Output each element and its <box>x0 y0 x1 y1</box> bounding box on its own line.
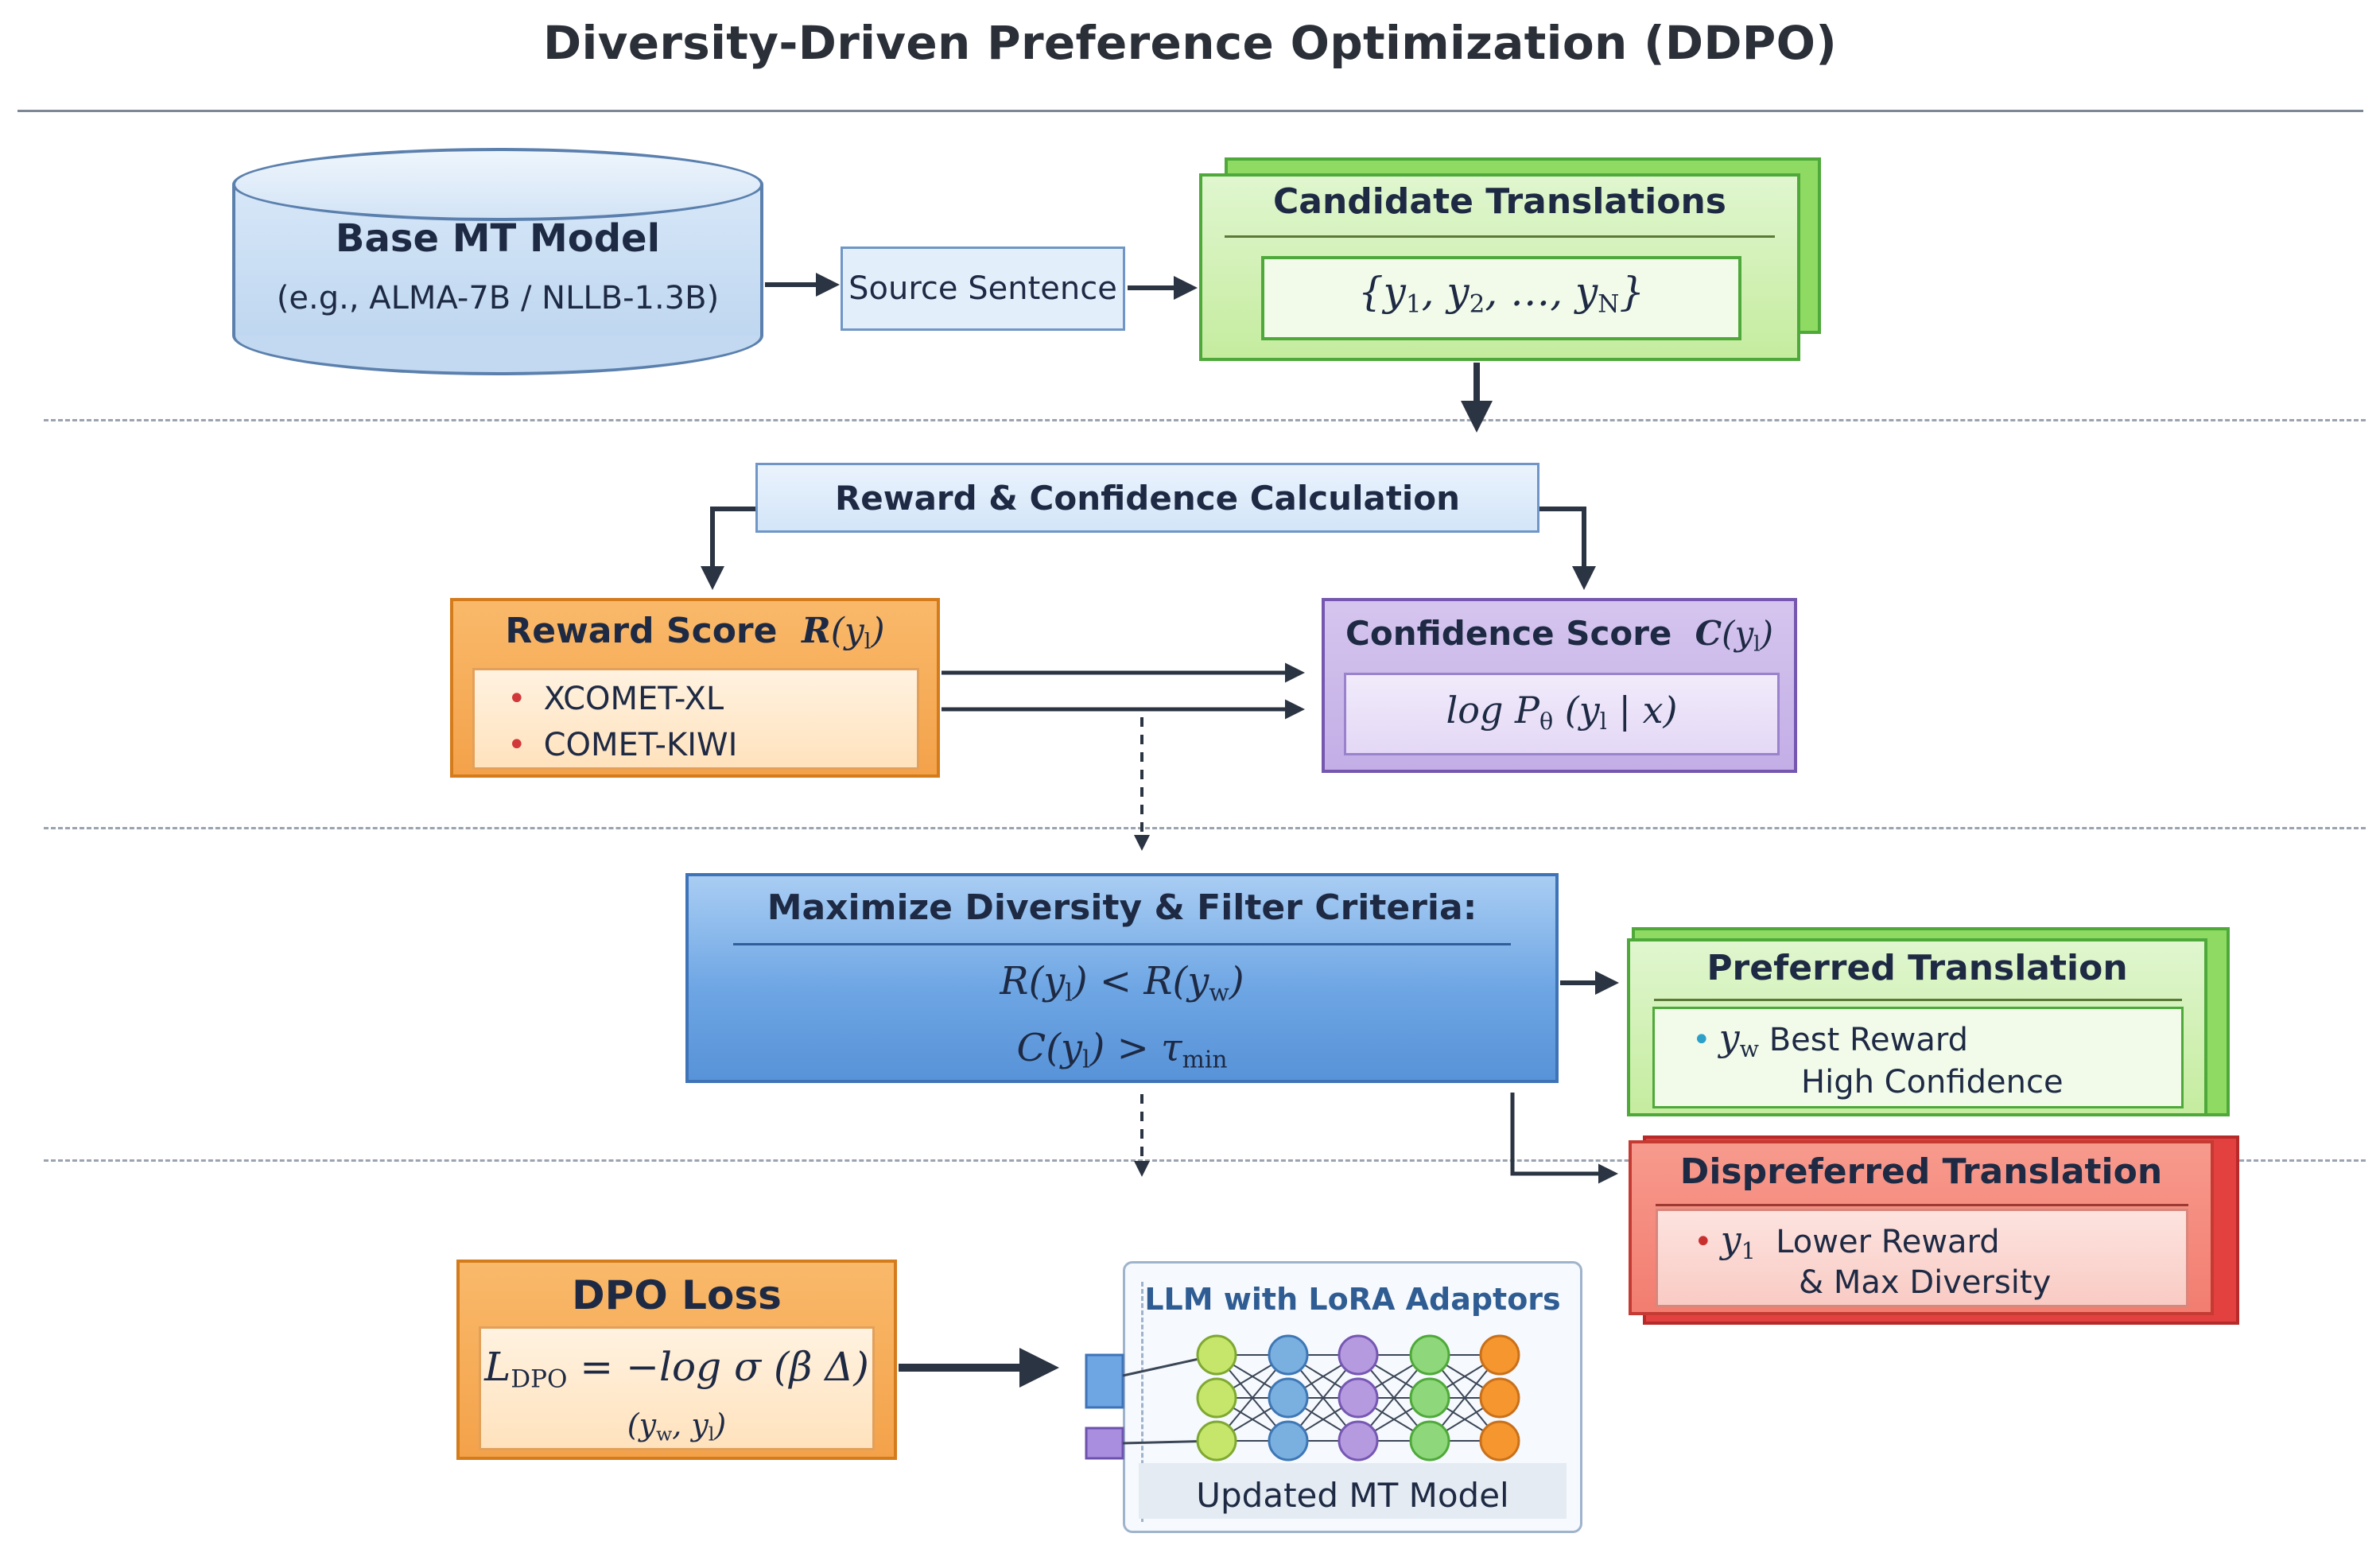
dpo-loss-formula-box <box>479 1326 875 1450</box>
lora-adaptor-blue <box>1085 1353 1124 1409</box>
nn-node <box>1196 1334 1237 1376</box>
dpo-loss-formula: LDPO = −log σ (β Δ) <box>484 1344 869 1394</box>
title-divider <box>17 110 2363 112</box>
candidate-set: {y1, y2, …, yN} <box>1357 269 1645 319</box>
dispreferred-details <box>1656 1209 2188 1307</box>
updated-model-label: Updated MT Model <box>1196 1476 1509 1515</box>
reward-confidence-calculation <box>755 463 1539 533</box>
filter-criteria-box <box>685 873 1559 1083</box>
base-model-label: Base MT Model <box>335 216 661 261</box>
confidence-score-label: Confidence Score C(yl) <box>1345 614 1773 657</box>
section-divider-3 <box>44 1159 2366 1162</box>
dpo-loss-args: (yw, yl) <box>627 1407 727 1446</box>
candidate-label: Candidate Translations <box>1273 181 1726 222</box>
arrow-calc-to-reward <box>701 507 755 590</box>
filter-separator <box>733 943 1511 945</box>
candidate-separator <box>1225 235 1775 238</box>
reward-score-metrics <box>472 668 919 770</box>
section-divider-1 <box>44 419 2366 421</box>
base-model-examples: (e.g., ALMA-7B / NLLB-1.3B) <box>276 280 720 316</box>
nn-node <box>1338 1420 1379 1462</box>
dispreferred-line1: •y1 Lower Reward <box>1694 1218 2000 1264</box>
dispreferred-separator <box>1656 1204 2188 1206</box>
cylinder-top <box>232 148 763 221</box>
arrow-calc-to-confidence <box>1539 507 1596 590</box>
metric-item: •XCOMET-XL <box>507 681 724 717</box>
source-sentence-label: Source Sentence <box>848 270 1117 307</box>
lora-adaptor-purple <box>1085 1427 1124 1460</box>
preferred-line2: High Confidence <box>1801 1064 2064 1101</box>
nn-node <box>1409 1377 1450 1419</box>
confidence-formula-box <box>1344 673 1780 755</box>
filter-condition-reward: R(yl) < R(yw) <box>1000 959 1244 1007</box>
nn-node <box>1409 1420 1450 1462</box>
dpo-loss-label: DPO Loss <box>572 1272 782 1318</box>
candidate-set-box <box>1261 256 1741 340</box>
confidence-formula: log Pθ (yl | x) <box>1446 689 1678 735</box>
preferred-separator <box>1654 999 2182 1001</box>
nn-node <box>1196 1420 1237 1462</box>
nn-node <box>1409 1334 1450 1376</box>
dispreferred-label: Dispreferred Translation <box>1679 1151 2163 1192</box>
nn-node <box>1196 1377 1237 1419</box>
reward-score-label: Reward Score R(yl) <box>505 611 885 654</box>
metric-item: •COMET-KIWI <box>507 727 738 763</box>
dispreferred-line2: & Max Diversity <box>1799 1264 2052 1301</box>
nn-node <box>1479 1377 1520 1419</box>
section-divider-2 <box>44 827 2366 829</box>
filter-condition-confidence: C(yl) > τmin <box>1016 1026 1228 1074</box>
reward-confidence-label: Reward & Confidence Calculation <box>834 479 1461 518</box>
nn-node <box>1268 1377 1309 1419</box>
llm-footer-band <box>1139 1463 1567 1519</box>
nn-node <box>1479 1334 1520 1376</box>
arrow-filter-to-dispreferred <box>1510 1093 1618 1184</box>
nn-node <box>1338 1377 1379 1419</box>
preferred-line1: •yw Best Reward <box>1692 1016 1968 1062</box>
nn-node <box>1268 1420 1309 1462</box>
filter-criteria-label: Maximize Diversity & Filter Criteria: <box>767 887 1477 928</box>
llm-box-divider <box>1141 1282 1143 1522</box>
diagram-title: Diversity-Driven Preference Optimization… <box>543 16 1837 70</box>
source-sentence-box: Source Sentence <box>841 247 1125 331</box>
preferred-details <box>1652 1007 2184 1108</box>
nn-node <box>1268 1334 1309 1376</box>
preferred-label: Preferred Translation <box>1706 948 2128 988</box>
nn-node <box>1338 1334 1379 1376</box>
nn-node <box>1479 1420 1520 1462</box>
llm-label: LLM with LoRA Adaptors <box>1144 1282 1561 1317</box>
